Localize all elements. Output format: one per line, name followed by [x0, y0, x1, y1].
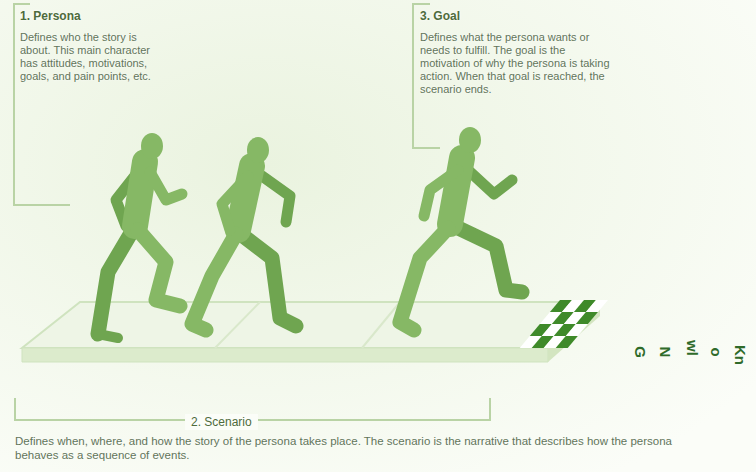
callout-block: 1. PersonaDefines who the story is about…	[20, 8, 162, 85]
watermark-letters: N	[657, 347, 673, 358]
callout-block: 2. ScenarioDefines when, where, and how …	[15, 412, 675, 464]
finish-checker	[520, 300, 608, 348]
platform-seam	[215, 302, 260, 348]
platform-front	[22, 348, 548, 362]
callout-heading: 3. Goal	[420, 8, 616, 24]
callout-heading: 2. Scenario	[185, 414, 258, 430]
watermark-letters: G	[632, 346, 648, 358]
callout-body: Defines who the story is about. This mai…	[20, 31, 162, 83]
watermark-letters: o	[708, 347, 724, 356]
callout-body: Defines what the persona wants or needs …	[420, 31, 616, 96]
callout-heading: 1. Persona	[20, 8, 162, 24]
runner-figure	[98, 133, 182, 338]
callout-block: 3. GoalDefines what the persona wants or…	[420, 8, 616, 98]
runner-figure	[192, 137, 296, 330]
watermark-letters: Kn	[732, 345, 748, 365]
runner-figure	[400, 127, 522, 330]
watermark-letters: wl	[684, 340, 700, 356]
callout-body: Defines when, where, and how the story o…	[15, 434, 675, 462]
